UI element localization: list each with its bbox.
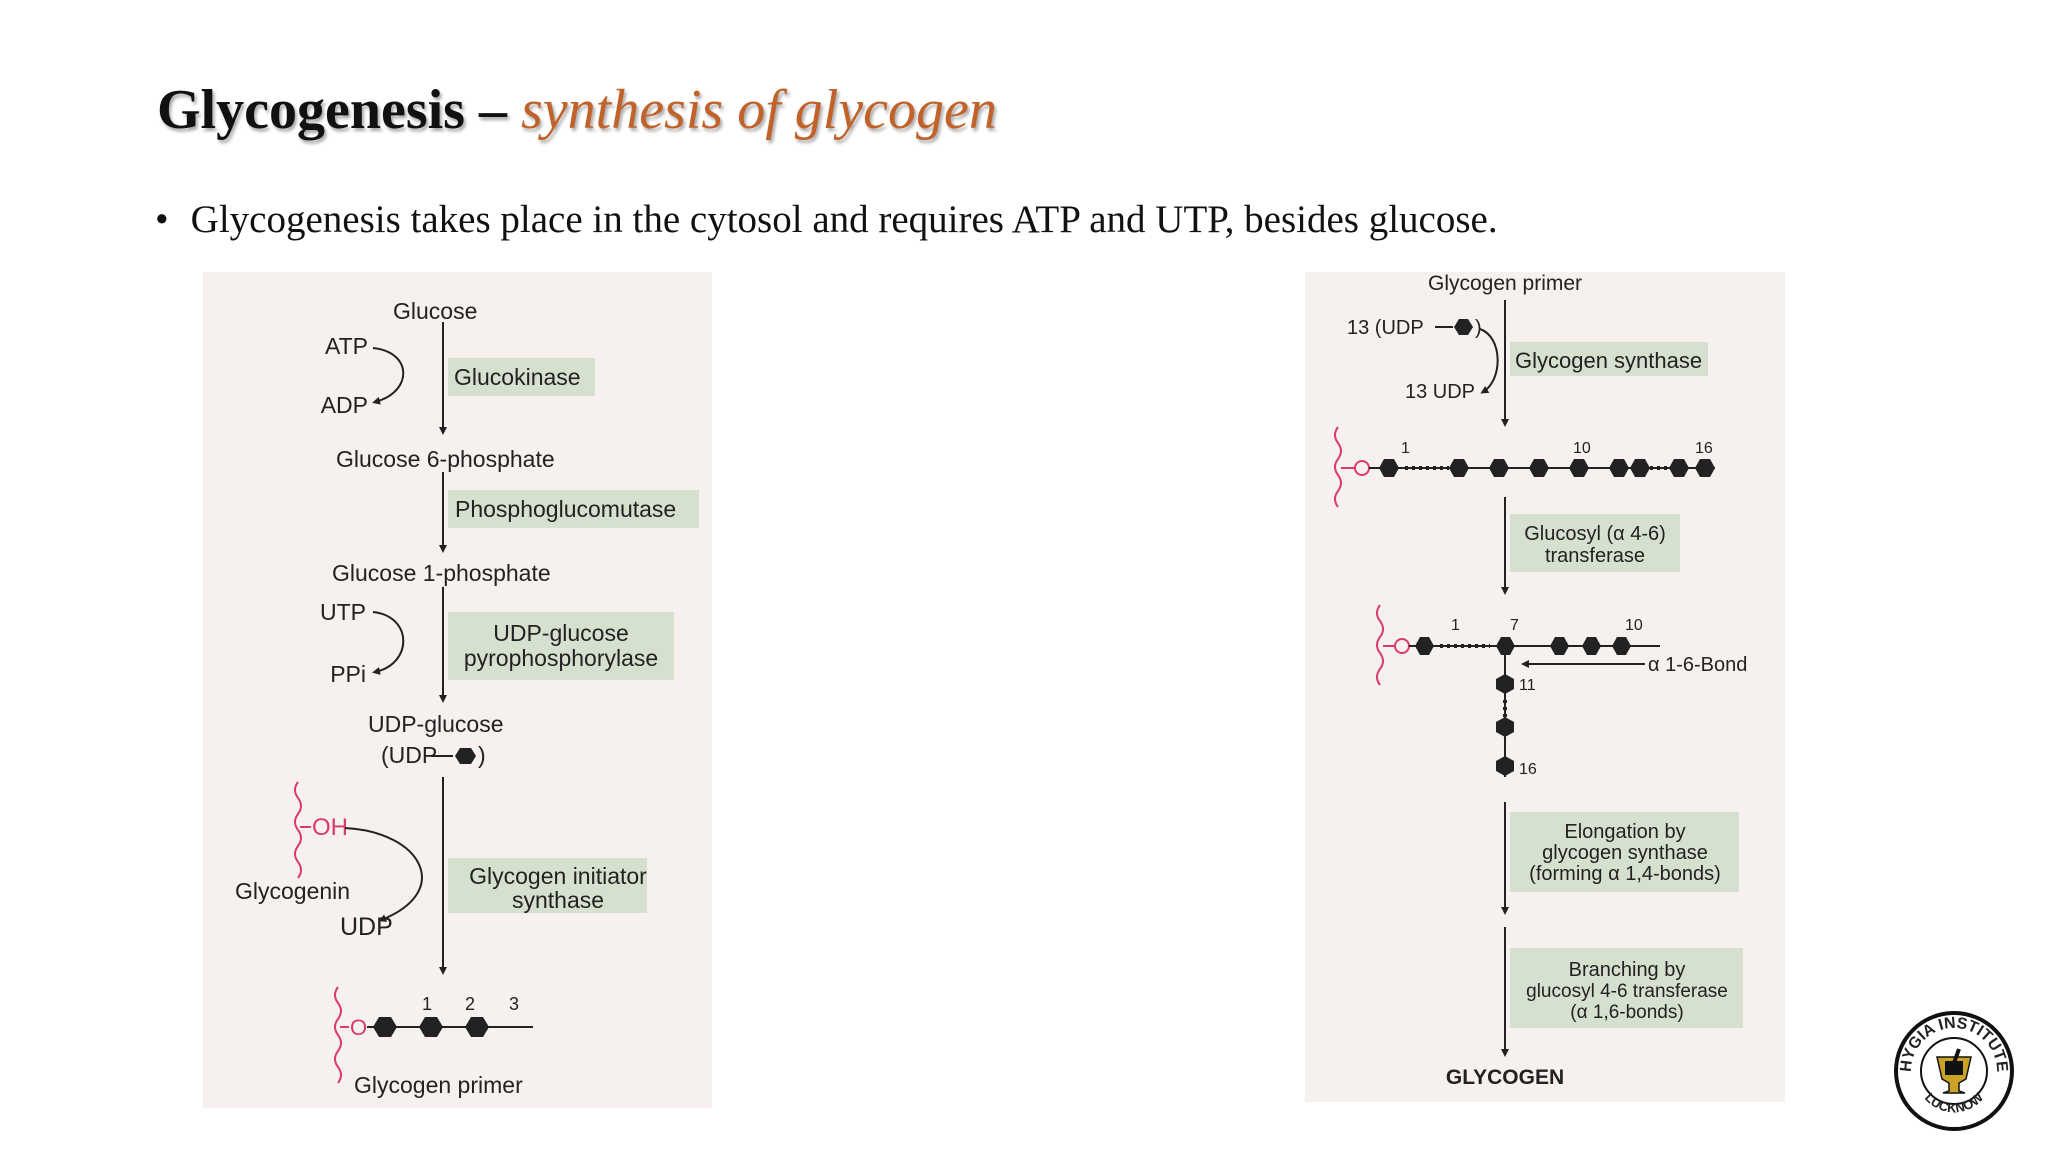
title-main: Glycogenesis – <box>157 79 521 141</box>
label-glucose: Glucose <box>393 298 477 324</box>
box-udp-pyrophosphorylase <box>448 612 674 680</box>
bullet-dot: • <box>155 198 169 241</box>
slide-title: Glycogenesis – synthesis of glycogen <box>157 78 997 142</box>
glycogenin-wavy-line <box>294 781 302 879</box>
r-branch-num-7: 7 <box>1510 617 1519 634</box>
label-primer-o: O <box>350 1015 367 1040</box>
r-udp-hexagon <box>1454 319 1473 335</box>
r-branch-wavy <box>1376 604 1384 686</box>
left-pathway-diagram: Glucose ATP ADP Glucokinase Glucose 6-ph… <box>235 298 699 1098</box>
r-label-elong-3: (forming α 1,4-bonds) <box>1529 863 1721 885</box>
udp-glucose-hexagon <box>455 748 476 764</box>
r-label-glycogen-primer: Glycogen primer <box>1428 272 1582 295</box>
label-g6p: Glucose 6-phosphate <box>336 446 555 472</box>
r-chain1-oxygen <box>1354 460 1370 476</box>
label-udp-pyro-1: UDP-glucose <box>493 620 629 646</box>
label-ppi: PPi <box>330 661 366 687</box>
r-label-elong-2: glycogen synthase <box>1542 842 1708 864</box>
box-phosphoglucomutase <box>448 490 699 528</box>
logo-seal: HYGIA INSTITUTE LUCKNOW <box>1894 1011 2014 1131</box>
label-phosphoglucomutase: Phosphoglucomutase <box>455 496 676 522</box>
r-label-branching-1: Branching by <box>1569 959 1686 981</box>
label-glucokinase: Glucokinase <box>454 364 581 390</box>
label-udp-pyro-2: pyrophosphorylase <box>464 645 658 671</box>
right-diagram-panel: Glycogen primer 13 (UDP ) 13 UDP Glycoge… <box>1305 272 1785 1102</box>
r-box-transferase <box>1510 514 1680 572</box>
bullet-point: • Glycogenesis takes place in the cytosol… <box>155 197 1498 242</box>
curve-glycogenin-udp <box>344 827 423 922</box>
r-label-branching-2: glucosyl 4-6 transferase <box>1526 981 1728 1002</box>
bullet-text: Glycogenesis takes place in the cytosol … <box>190 198 1498 241</box>
label-utp: UTP <box>320 599 366 625</box>
r-chain1-num-10: 10 <box>1573 440 1591 457</box>
r-label-glycogen: GLYCOGEN <box>1446 1066 1564 1089</box>
primer-wavy-line <box>334 986 342 1084</box>
r-box-elongation <box>1510 812 1739 892</box>
label-atp: ATP <box>325 333 368 359</box>
r-label-udp13-out: 13 UDP <box>1405 381 1475 403</box>
label-oh: OH <box>312 814 348 841</box>
r-branch-oxygen <box>1394 638 1410 654</box>
primer-glucose-2 <box>419 1017 443 1037</box>
primer-glucose-3 <box>465 1017 489 1037</box>
right-pathway-diagram: Glycogen primer 13 (UDP ) 13 UDP Glycoge… <box>1334 272 1747 1089</box>
title-subtitle: synthesis of glycogen <box>520 79 997 141</box>
primer-num-2: 2 <box>465 994 475 1014</box>
r-label-glycogen-synthase: Glycogen synthase <box>1515 348 1702 373</box>
r-branch-num-1: 1 <box>1451 617 1460 634</box>
institute-logo: HYGIA INSTITUTE LUCKNOW <box>1893 1005 2015 1137</box>
primer-num-3: 3 <box>509 994 519 1014</box>
label-initiator-1: Glycogen initiator <box>469 863 647 889</box>
curve-utp-ppi <box>372 611 405 675</box>
r-label-transferase-1: Glucosyl (α 4-6) <box>1524 523 1666 545</box>
curve-atp-adp <box>372 347 405 405</box>
label-initiator-2: synthase <box>512 887 604 913</box>
r-chain1-wavy <box>1334 426 1342 508</box>
r-chain1-num-1: 1 <box>1401 440 1410 457</box>
label-glycogenin: Glycogenin <box>235 878 350 904</box>
r-label-udp13-in-close: ) <box>1475 317 1482 339</box>
r-chain1-glucose-units <box>1379 459 1715 477</box>
label-glycogen-primer: Glycogen primer <box>354 1072 523 1098</box>
r-branch-glucose-units <box>1415 637 1631 655</box>
label-udp-paren: (UDP <box>381 742 437 768</box>
r-branch-down-units <box>1496 674 1514 776</box>
r-curve-udp <box>1479 328 1499 394</box>
r-label-branching-3: (α 1,6-bonds) <box>1570 1002 1683 1023</box>
mortar-pestle-icon <box>1936 1048 1972 1094</box>
r-chain1-num-16: 16 <box>1695 440 1713 457</box>
box-glucokinase <box>448 358 595 396</box>
r-label-bond: α 1-6-Bond <box>1648 654 1747 676</box>
r-label-elong-1: Elongation by <box>1564 821 1685 843</box>
r-label-transferase-2: transferase <box>1545 545 1645 567</box>
label-udp-glucose: UDP-glucose <box>368 711 504 737</box>
label-g1p: Glucose 1-phosphate <box>332 560 551 586</box>
r-branch-num-10: 10 <box>1625 617 1643 634</box>
r-label-udp13-in: 13 (UDP <box>1347 317 1424 339</box>
label-adp: ADP <box>321 392 368 418</box>
label-udp-paren-close: ) <box>478 742 486 768</box>
primer-num-1: 1 <box>422 994 432 1014</box>
primer-glucose-1 <box>373 1017 397 1037</box>
r-box-glycogen-synthase <box>1510 342 1708 376</box>
r-branch-num-11: 11 <box>1519 677 1536 694</box>
r-box-branching <box>1510 948 1743 1028</box>
r-branch-num-16: 16 <box>1519 761 1537 778</box>
left-diagram-panel: Glucose ATP ADP Glucokinase Glucose 6-ph… <box>203 272 712 1108</box>
box-glycogen-initiator <box>448 858 647 913</box>
label-udp: UDP <box>340 913 393 941</box>
